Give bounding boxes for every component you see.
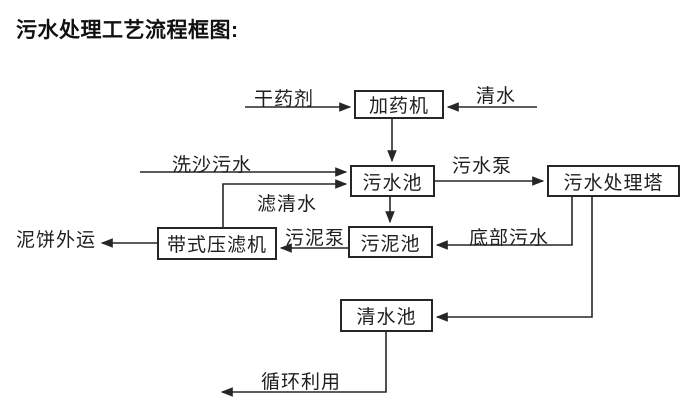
edge-tower-to-clean-water-pool [435, 197, 593, 322]
label-sludge-pump: 污泥泵 [285, 228, 346, 249]
edge-tower-bottom-sewage-to-sludge-pool [435, 197, 573, 250]
node-dosing-machine: 加药机 [354, 90, 444, 119]
edge-clean-water-pool-to-recycling [220, 332, 387, 397]
label-sewage-pump: 污水泵 [452, 156, 513, 177]
label-filtered-water: 滤清水 [257, 194, 318, 215]
label-clean-water: 清水 [476, 86, 517, 107]
node-sewage-treatment-tower: 污水处理塔 [547, 165, 680, 197]
node-belt-filter-press: 带式压滤机 [157, 227, 277, 260]
label-sand-washing-sewage: 洗沙污水 [172, 155, 253, 176]
label-mud-cake-shipped-out: 泥饼外运 [16, 230, 97, 251]
node-sludge-pool: 污泥池 [348, 226, 433, 258]
label-dry-agent: 干药剂 [254, 89, 315, 110]
node-sewage-pool: 污水池 [350, 165, 435, 197]
label-recycling-use: 循环利用 [261, 372, 342, 393]
edge-filtered-water-press-to-sewage-pool [222, 179, 348, 227]
node-clean-water-pool: 清水池 [340, 299, 433, 332]
label-bottom-sewage: 底部污水 [469, 228, 550, 249]
diagram-title: 污水处理工艺流程框图: [16, 19, 239, 42]
